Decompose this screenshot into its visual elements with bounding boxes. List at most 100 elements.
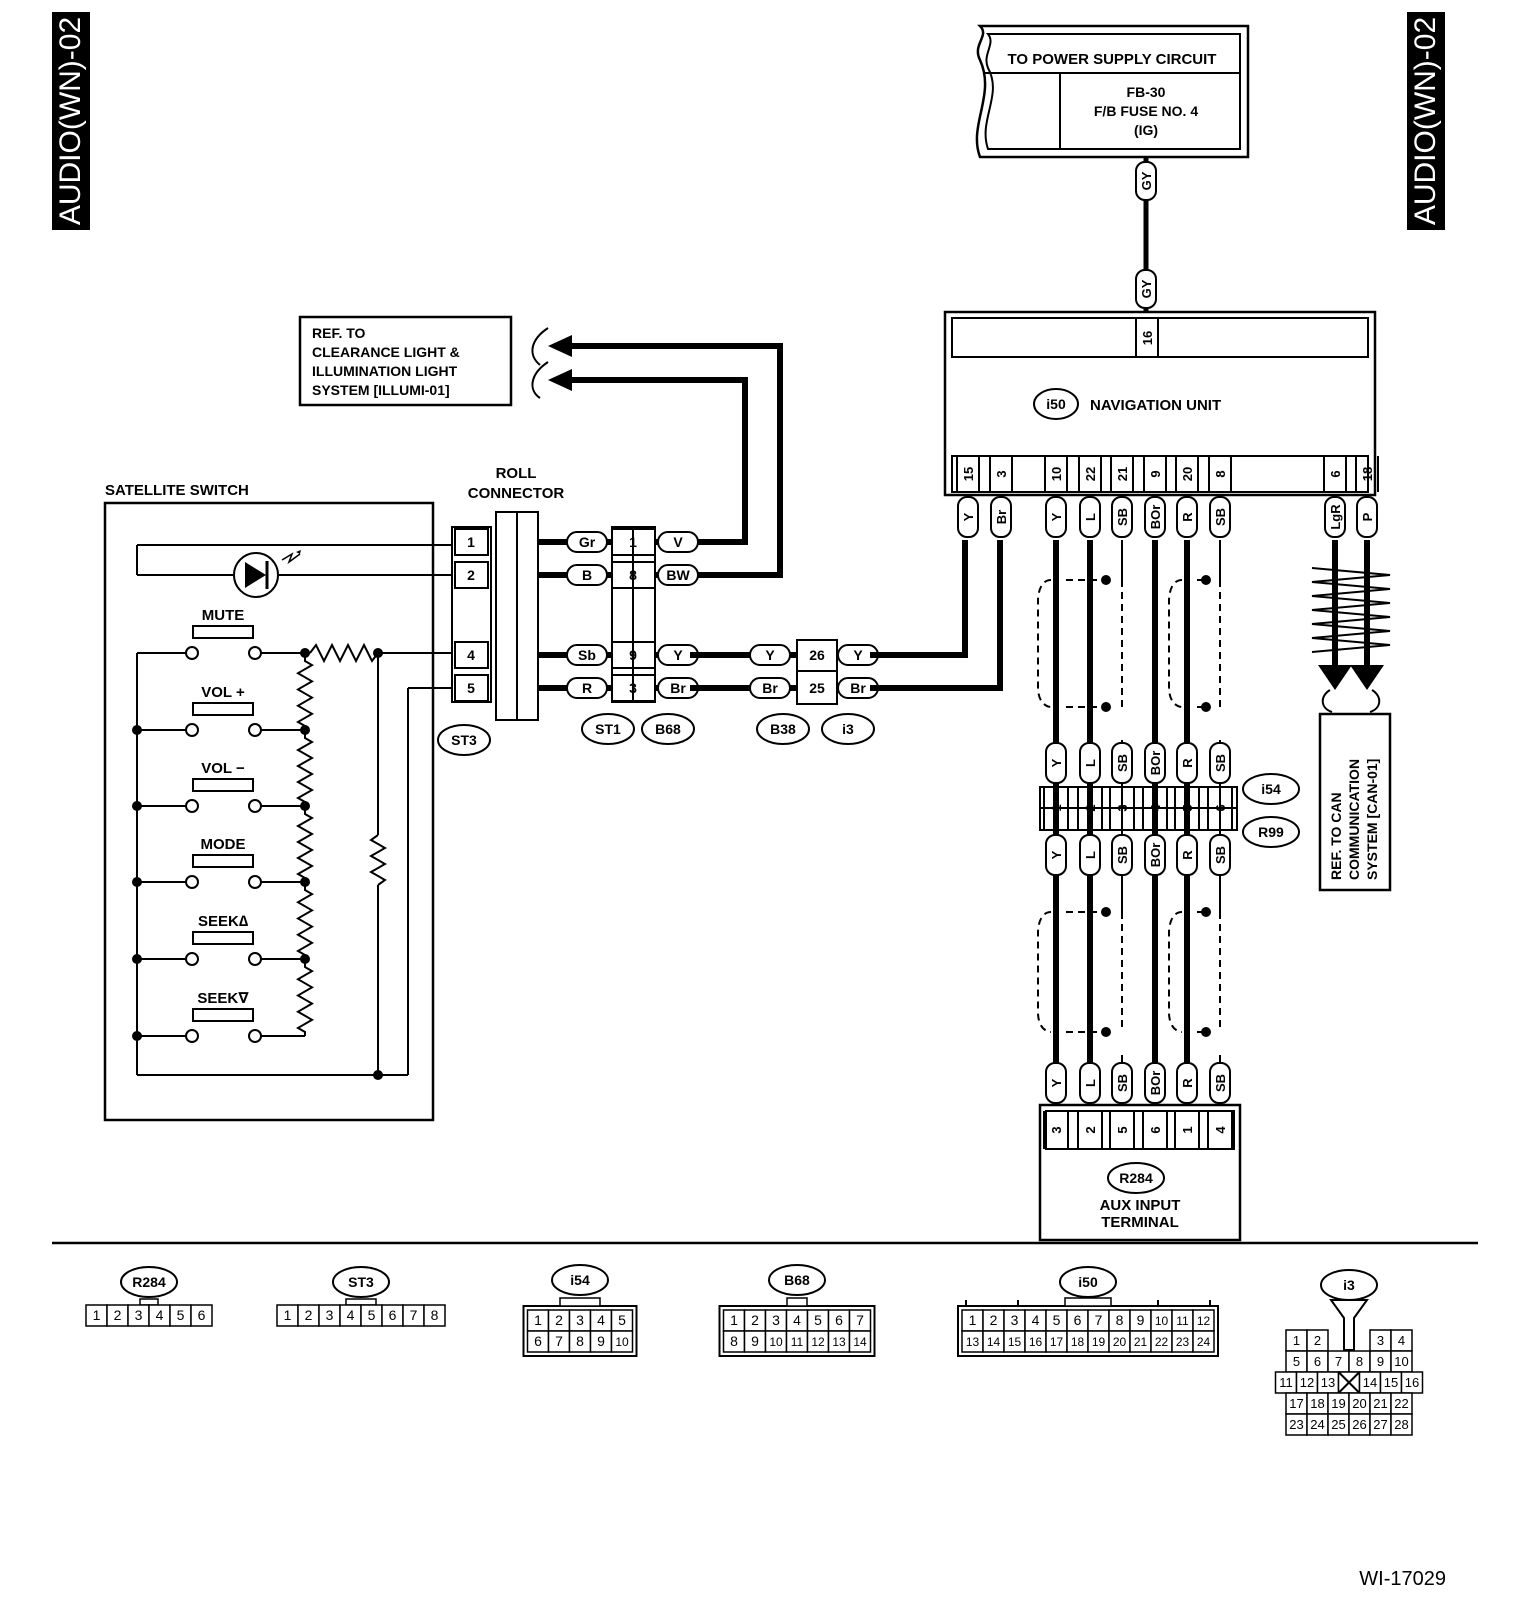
wire-label-gy-bottom: GY — [1135, 269, 1157, 309]
b68-right-wire-3-text: Br — [670, 680, 686, 696]
cell-i50-18: 18 — [1071, 1335, 1085, 1349]
roll-pin-5: 5 — [467, 680, 475, 696]
i54-bottom-wire-3-text: BOr — [1148, 843, 1163, 868]
cell-ST3-8: 8 — [431, 1307, 439, 1323]
cell-B68-7: 7 — [856, 1312, 864, 1328]
cell-i50-12: 12 — [1197, 1314, 1211, 1328]
i54-bottom-wire-5-text: SB — [1213, 846, 1228, 864]
section-tag-left: AUDIO(WN)-02 — [52, 12, 90, 230]
connector-view-label-ST3: ST3 — [332, 1266, 390, 1298]
switch-label-0: MUTE — [202, 607, 245, 624]
b38-left-wire-0-text: Y — [765, 647, 775, 663]
i3-cell-8: 8 — [1356, 1354, 1363, 1369]
aux-input-line1: AUX INPUT — [1100, 1197, 1181, 1214]
nav-pin-6: 6 — [1328, 470, 1343, 477]
i54-pin-2: 2 — [1083, 804, 1098, 811]
i3-cell-5: 5 — [1293, 1354, 1300, 1369]
cell-i50-6: 6 — [1074, 1312, 1082, 1328]
cell-i50-20: 20 — [1113, 1335, 1127, 1349]
nav-pin-8: 8 — [1213, 470, 1228, 477]
switch-label-3: MODE — [201, 836, 246, 853]
power-supply-box — [975, 24, 1250, 159]
aux-input-line2: TERMINAL — [1101, 1214, 1179, 1231]
cell-B68-4: 4 — [793, 1312, 801, 1328]
connector-view-id-i3: i3 — [1343, 1277, 1355, 1293]
nav-wire-9-text: P — [1360, 512, 1375, 521]
cell-i54-2: 2 — [555, 1312, 563, 1328]
aux-pin-2: 2 — [1083, 1126, 1098, 1133]
shield-loop — [1168, 907, 1221, 1037]
cell-ST3-5: 5 — [368, 1307, 376, 1323]
b38-pin-25: 25 — [809, 680, 825, 696]
roll-pin-2: 2 — [467, 567, 475, 583]
cell-i50-24: 24 — [1197, 1335, 1211, 1349]
nav-wire-4: SB — [1111, 496, 1133, 538]
svg-text:CLEARANCE LIGHT &: CLEARANCE LIGHT & — [312, 344, 460, 360]
cell-R284-5: 5 — [177, 1307, 185, 1323]
cell-ST3-3: 3 — [326, 1307, 334, 1323]
cell-i54-8: 8 — [576, 1333, 584, 1349]
nav-unit-label: NAVIGATION UNIT — [1090, 397, 1221, 414]
cell-R284-6: 6 — [198, 1307, 206, 1323]
aux-wire-1-text: L — [1083, 1079, 1098, 1087]
aux-pin-1: 1 — [1180, 1126, 1195, 1133]
cell-i54-9: 9 — [597, 1333, 605, 1349]
power-box-line1: FB-30 — [1127, 84, 1166, 100]
svg-text:i50: i50 — [1046, 396, 1066, 412]
i3-cell-16: 16 — [1405, 1375, 1419, 1390]
cell-ST3-4: 4 — [347, 1307, 355, 1323]
svg-text:SYSTEM [ILLUMI-01]: SYSTEM [ILLUMI-01] — [312, 382, 450, 398]
nav-wire-0: Y — [957, 496, 979, 538]
connector-view-id-i50: i50 — [1078, 1274, 1098, 1290]
st1-left-wire-1-text: B — [582, 567, 592, 583]
cell-i50-16: 16 — [1029, 1335, 1043, 1349]
resistor-vertical — [368, 834, 388, 886]
cell-B68-9: 9 — [751, 1333, 759, 1349]
svg-text:i3: i3 — [842, 721, 854, 737]
i3-cell-25: 25 — [1331, 1417, 1345, 1432]
b38-left-wire-1: Br — [749, 677, 791, 699]
i3-cell-14: 14 — [1363, 1375, 1377, 1390]
roll-connector-line2: CONNECTOR — [468, 485, 565, 502]
aux-pin-4: 4 — [1213, 1126, 1228, 1134]
nav-wire-3-text: L — [1083, 513, 1098, 521]
i54-bottom-wire-5: SB — [1209, 834, 1231, 876]
tag-b68: B68 — [641, 713, 695, 745]
cell-i50-5: 5 — [1053, 1312, 1061, 1328]
nav-wire-2: Y — [1045, 496, 1067, 538]
nav-wire-2-text: Y — [1049, 512, 1064, 521]
shield-loop — [1037, 907, 1123, 1037]
cell-i54-6: 6 — [534, 1333, 542, 1349]
svg-text:REF. TO: REF. TO — [312, 325, 366, 341]
connector-view-label-i50: i50 — [1059, 1266, 1117, 1298]
switch-label-4: SEEK∆ — [198, 913, 248, 930]
svg-text:SYSTEM [CAN-01]: SYSTEM [CAN-01] — [1364, 759, 1380, 880]
aux-wire-3: BOr — [1144, 1062, 1166, 1104]
aux-pin-3: 3 — [1049, 1126, 1064, 1133]
nav-pin-20: 20 — [1180, 467, 1195, 481]
switch-label-2: VOL − — [201, 760, 245, 777]
cell-i50-3: 3 — [1011, 1312, 1019, 1328]
nav-pin-15: 15 — [961, 467, 976, 481]
i54-bottom-wire-2-text: SB — [1115, 846, 1130, 864]
aux-wire-4-text: R — [1180, 1078, 1195, 1088]
i3-cell-17: 17 — [1289, 1396, 1303, 1411]
i54-pin-4: 4 — [1148, 804, 1163, 812]
switch-3: MODE — [132, 836, 310, 889]
aux-pin-5: 5 — [1115, 1126, 1130, 1133]
aux-input-terminal — [1038, 1103, 1242, 1242]
cell-ST3-7: 7 — [410, 1307, 418, 1323]
satellite-switch-box — [103, 501, 435, 1122]
roll-pin-1: 1 — [467, 534, 475, 550]
aux-wire-3-text: BOr — [1148, 1071, 1163, 1096]
i54-pin-6: 6 — [1213, 804, 1228, 811]
connector-view-id-i54: i54 — [570, 1272, 590, 1288]
i3-cell-6: 6 — [1314, 1354, 1321, 1369]
cell-B68-6: 6 — [835, 1312, 843, 1328]
